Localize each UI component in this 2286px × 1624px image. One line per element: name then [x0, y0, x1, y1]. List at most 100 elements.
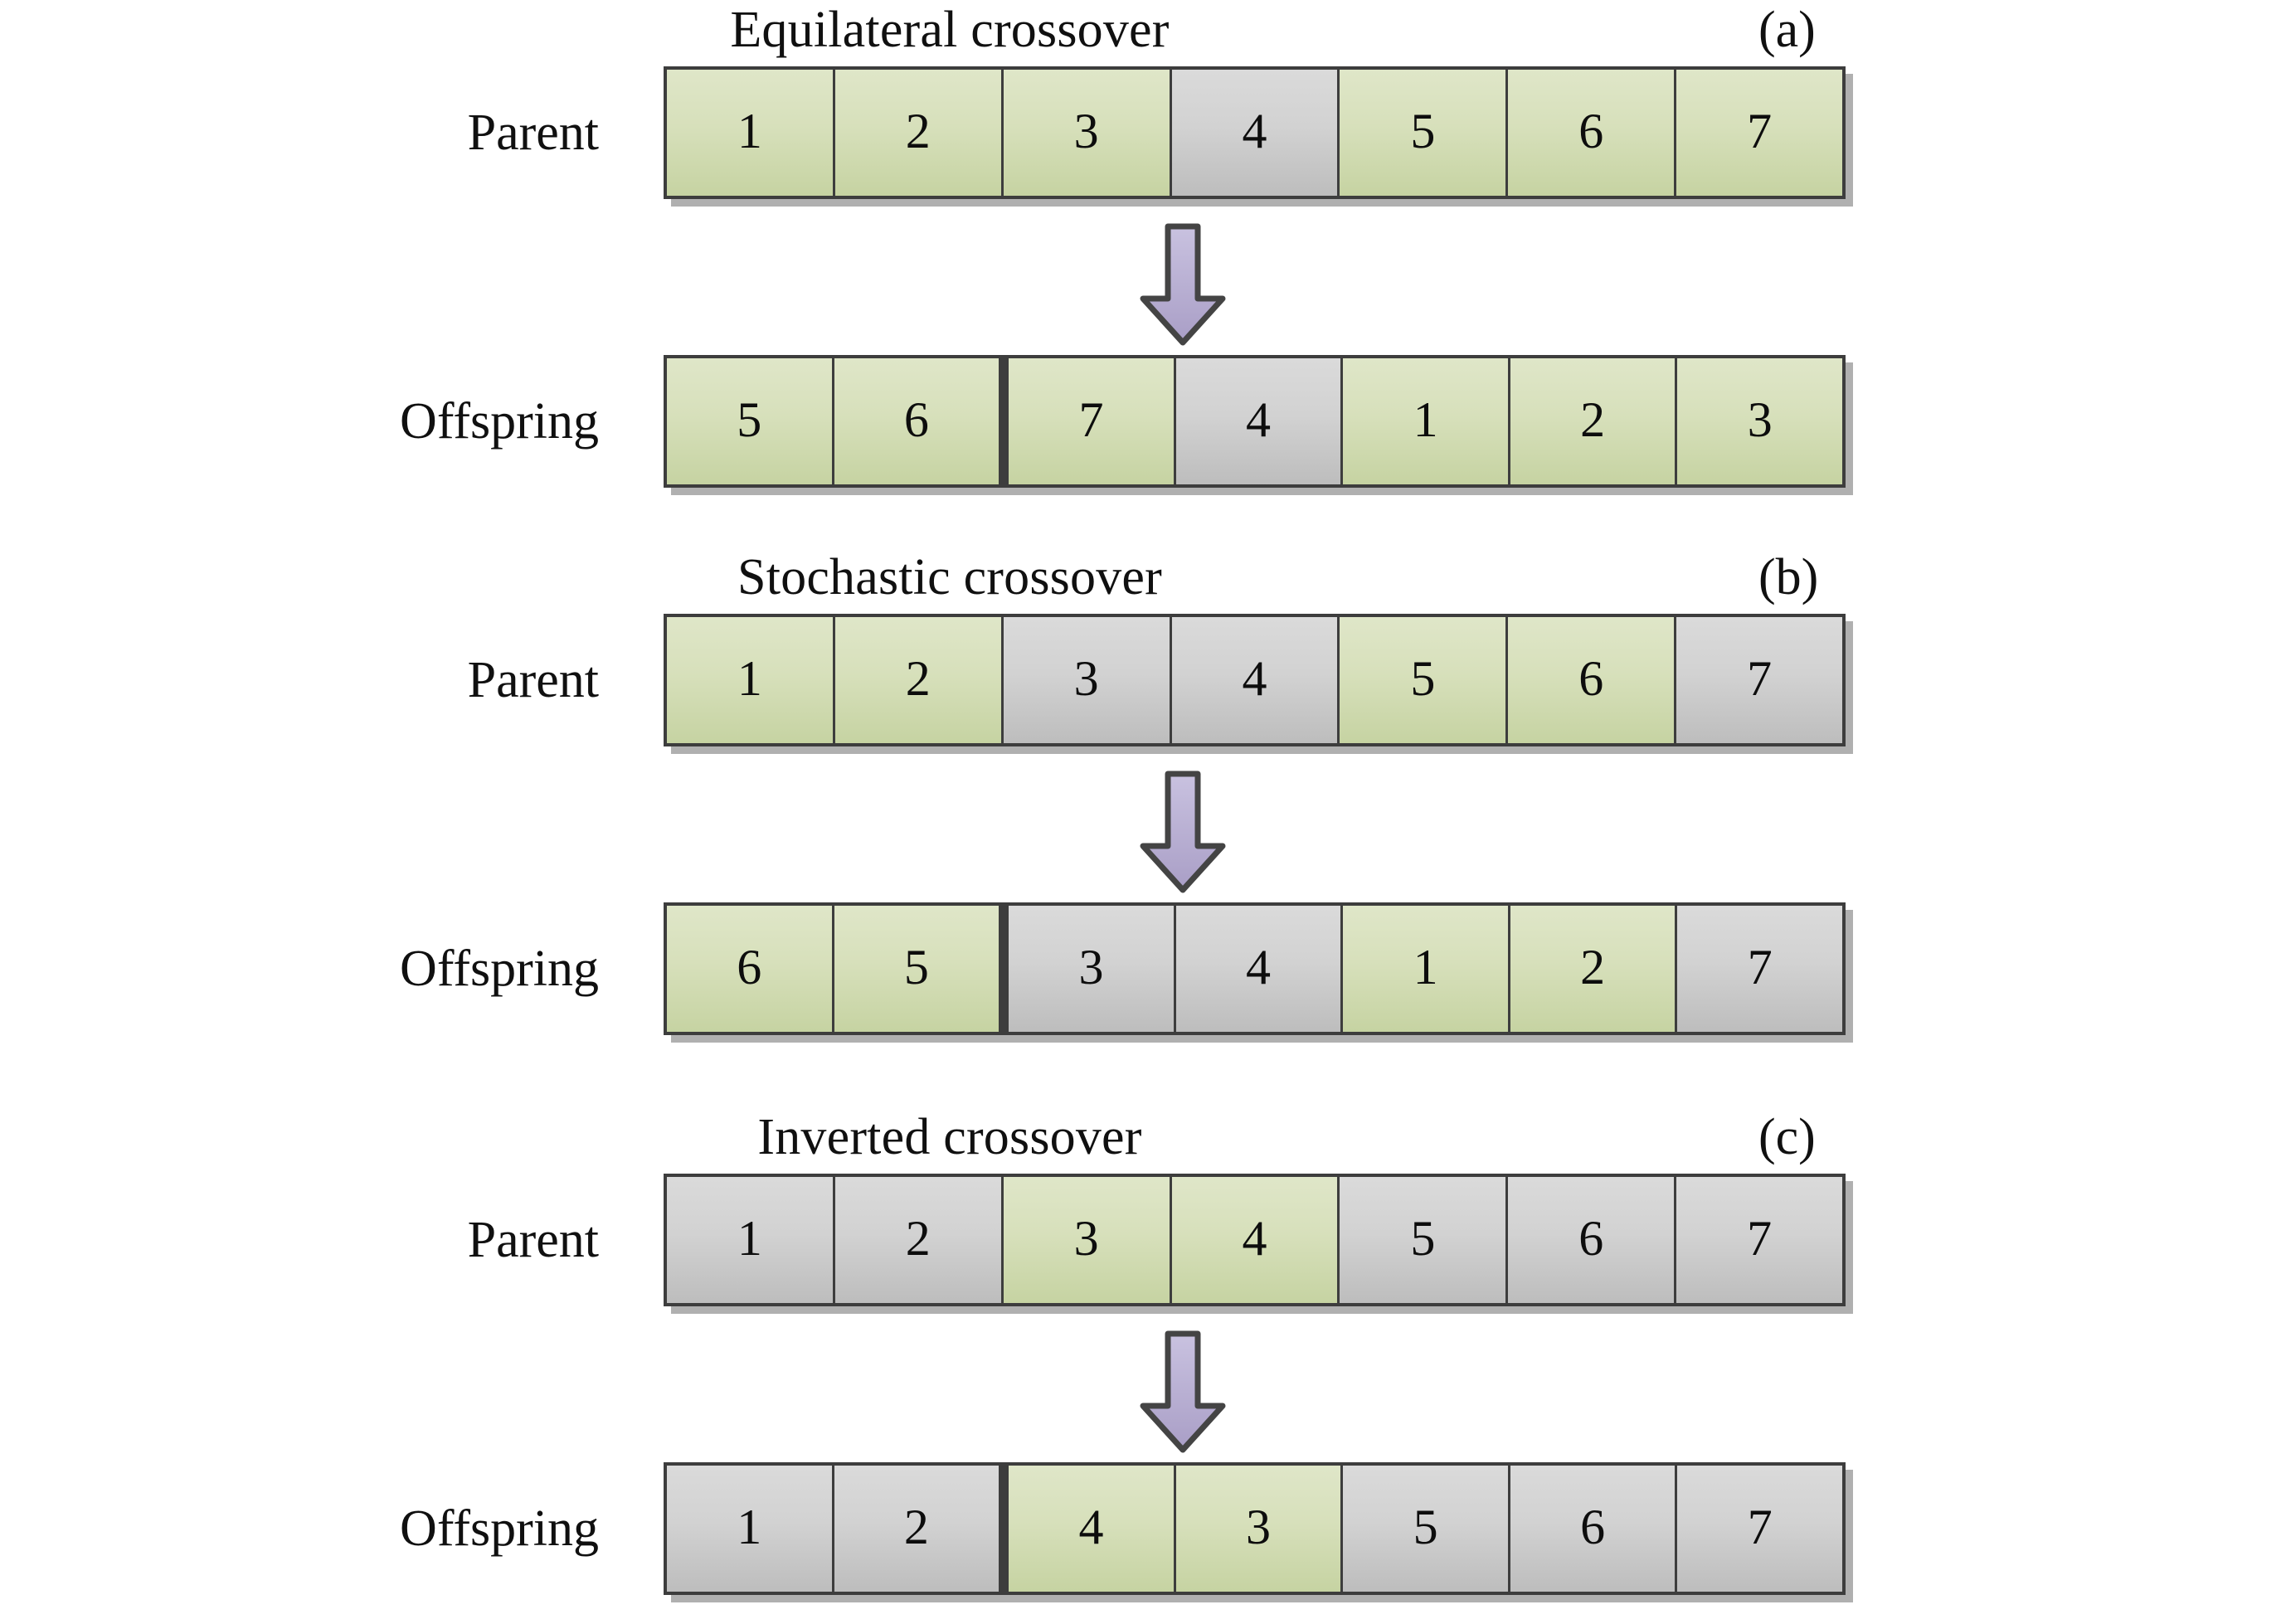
gene-cell: 6 [1508, 1177, 1677, 1303]
down-arrow-icon [1138, 222, 1228, 347]
gene-value: 4 [1242, 651, 1267, 706]
gene-value: 3 [1073, 104, 1099, 158]
gene-cell: 4 [1171, 70, 1340, 196]
gene-cell: 5 [1343, 1466, 1510, 1592]
gene-cell: 6 [1508, 70, 1677, 196]
gene-value: 3 [1073, 651, 1099, 706]
gene-cell: 7 [1676, 70, 1843, 196]
gene-cell: 6 [834, 358, 1002, 484]
gene-cell: 4 [1175, 358, 1344, 484]
gene-value: 3 [1078, 940, 1104, 994]
gene-value: 6 [1578, 104, 1604, 158]
gene-value: 1 [737, 104, 762, 158]
panel-title-c: Inverted crossover [757, 1109, 1142, 1165]
panel-title-b: Stochastic crossover [737, 549, 1162, 605]
gene-cell: 6 [1508, 617, 1677, 743]
gene-cell: 2 [1510, 358, 1678, 484]
gene-cell: 1 [667, 1177, 835, 1303]
gene-cell: 7 [1676, 1177, 1843, 1303]
gene-cell: 1 [1343, 358, 1510, 484]
gene-value: 6 [1580, 1500, 1606, 1554]
gene-value: 2 [905, 651, 931, 706]
gene-value: 1 [1413, 392, 1438, 447]
down-arrow-icon [1138, 1330, 1228, 1454]
gene-cell: 5 [1340, 70, 1509, 196]
gene-cell: 2 [834, 1177, 1004, 1303]
chromosome-strip-b-offspring: 6 5 3 4 1 2 7 [664, 902, 1846, 1035]
gene-cell: 2 [834, 70, 1004, 196]
gene-cell: 3 [1003, 1177, 1172, 1303]
gene-value: 4 [1078, 1500, 1104, 1554]
gene-value: 7 [1747, 104, 1773, 158]
panel-tag-c: (c) [1758, 1109, 1816, 1165]
gene-value: 2 [905, 104, 931, 158]
gene-value: 4 [1246, 392, 1272, 447]
gene-cell: 4 [1171, 617, 1340, 743]
gene-value: 5 [1410, 1211, 1436, 1266]
gene-value: 3 [1073, 1211, 1099, 1266]
gene-value: 7 [1747, 940, 1773, 994]
gene-value: 1 [1413, 940, 1438, 994]
gene-cell: 2 [1510, 906, 1678, 1032]
row-label-a-offspring: Offspring [400, 393, 599, 450]
gene-value: 3 [1246, 1500, 1272, 1554]
down-arrow-icon [1138, 770, 1228, 894]
panel-header-c: Inverted crossover (c) [0, 1107, 2286, 1167]
gene-cell: 5 [1340, 1177, 1509, 1303]
gene-value: 5 [1410, 104, 1436, 158]
gene-value: 1 [737, 1500, 762, 1554]
gene-value: 7 [1078, 392, 1104, 447]
gene-cell: 1 [667, 617, 835, 743]
gene-value: 5 [1410, 651, 1436, 706]
gene-cell: 3 [1677, 358, 1843, 484]
chromosome-strip-a-parent: 1 2 3 4 5 6 7 [664, 66, 1846, 199]
gene-value: 5 [737, 392, 762, 447]
gene-cell: 5 [834, 906, 1002, 1032]
gene-cell: 4 [1001, 1466, 1176, 1592]
gene-value: 2 [905, 1211, 931, 1266]
chromosome-strip-c-offspring: 1 2 4 3 5 6 7 [664, 1462, 1846, 1595]
gene-value: 5 [1413, 1500, 1438, 1554]
gene-value: 4 [1242, 1211, 1267, 1266]
gene-cell: 1 [667, 1466, 834, 1592]
gene-value: 5 [903, 940, 929, 994]
gene-cell: 1 [1343, 906, 1510, 1032]
gene-value: 2 [1580, 392, 1606, 447]
gene-cell: 3 [1003, 70, 1172, 196]
gene-value: 6 [1578, 651, 1604, 706]
gene-cell: 7 [1677, 906, 1843, 1032]
gene-cell: 7 [1677, 1466, 1843, 1592]
gene-value: 7 [1747, 1500, 1773, 1554]
gene-cell: 7 [1001, 358, 1176, 484]
gene-cell: 7 [1676, 617, 1843, 743]
row-label-c-offspring: Offspring [400, 1500, 599, 1557]
panel-header-b: Stochastic crossover(b) [0, 547, 2286, 607]
gene-cell: 5 [1340, 617, 1509, 743]
gene-value: 7 [1747, 651, 1773, 706]
panel-title-a: Equilateral crossover [730, 2, 1170, 58]
gene-value: 6 [1578, 1211, 1604, 1266]
gene-value: 6 [903, 392, 929, 447]
gene-cell: 6 [667, 906, 834, 1032]
gene-cell: 6 [1510, 1466, 1678, 1592]
gene-value: 2 [903, 1500, 929, 1554]
gene-cell: 3 [1001, 906, 1176, 1032]
gene-value: 3 [1747, 392, 1773, 447]
gene-value: 1 [737, 1211, 762, 1266]
gene-value: 6 [737, 940, 762, 994]
chromosome-strip-a-offspring: 5 6 7 4 1 2 3 [664, 355, 1846, 488]
gene-cell: 2 [834, 617, 1004, 743]
gene-value: 4 [1242, 104, 1267, 158]
gene-cell: 4 [1175, 906, 1344, 1032]
row-label-b-parent: Parent [467, 652, 599, 708]
gene-cell: 5 [667, 358, 834, 484]
row-label-c-parent: Parent [467, 1212, 599, 1268]
gene-cell: 4 [1171, 1177, 1340, 1303]
chromosome-strip-c-parent: 1 2 3 4 5 6 7 [664, 1174, 1846, 1306]
chromosome-strip-b-parent: 1 2 3 4 5 6 7 [664, 614, 1846, 746]
row-label-a-parent: Parent [467, 105, 599, 161]
